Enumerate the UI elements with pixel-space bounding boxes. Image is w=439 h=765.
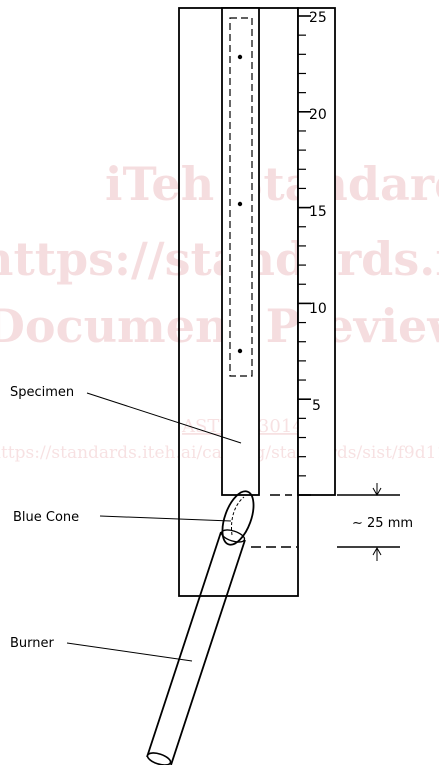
scale-ticks — [298, 15, 311, 496]
watermark-line-5: https://standards.iteh.ai/catalog/standa… — [0, 443, 439, 463]
watermark: iTeh Standards https://standards.iteh.ai… — [0, 157, 439, 463]
burner-end — [146, 752, 172, 765]
burner-leader — [66, 642, 193, 662]
specimen-strip — [221, 7, 260, 496]
rivet-dot — [237, 201, 243, 207]
blue-cone-flame — [221, 490, 255, 546]
rivet-dot — [237, 348, 243, 354]
flame-outline — [221, 490, 255, 546]
blue-cone-label: Blue Cone — [13, 510, 79, 525]
watermark-line-3: Document Preview — [0, 299, 439, 353]
scale-ruler-bar — [297, 7, 336, 496]
specimen-leader — [86, 392, 242, 444]
blue-cone-leader — [99, 515, 232, 522]
gap-label: ∼ 25 mm — [352, 516, 413, 531]
burner-tube — [146, 529, 246, 765]
gap-dimension: ∼ 25 mm — [251, 483, 413, 561]
watermark-line-1: iTeh Standards — [105, 157, 439, 211]
specimen-label: Specimen — [10, 385, 74, 400]
watermark-line-2: https://standards.iteh.ai — [0, 232, 439, 286]
scale-label-25: 25 — [309, 10, 327, 26]
flame-inner-cone — [231, 496, 245, 536]
scale-label-10: 10 — [309, 301, 327, 317]
scale-label-20: 20 — [309, 107, 327, 123]
specimen-clip-outline — [229, 17, 253, 377]
scale-label-15: 15 — [309, 204, 327, 220]
scale-ruler: 25 20 15 10 5 — [297, 7, 336, 496]
burner-label: Burner — [10, 636, 55, 651]
scale-label-5: 5 — [312, 398, 321, 414]
rivet-dot — [237, 54, 243, 60]
burner-mouth — [220, 529, 246, 543]
